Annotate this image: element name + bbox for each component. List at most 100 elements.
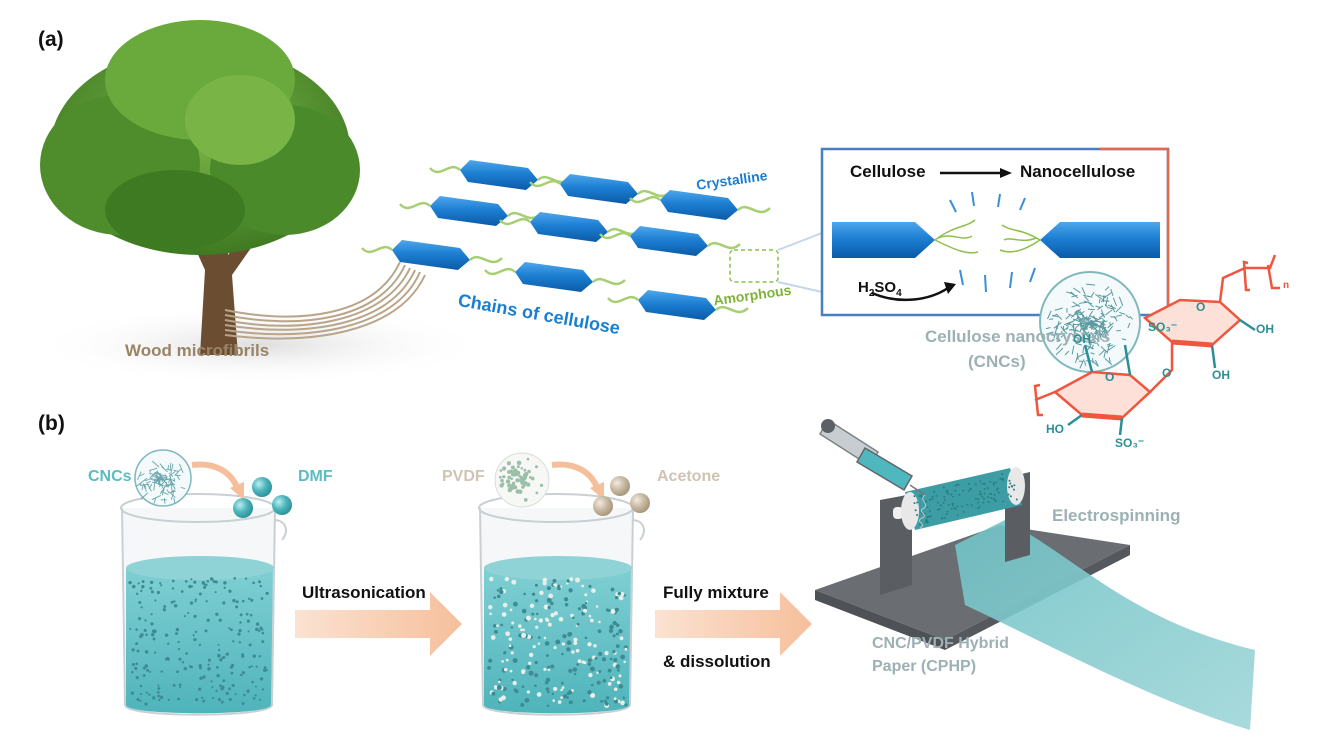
suspended-particle — [261, 640, 265, 644]
nanocrystal-rod — [1105, 309, 1113, 316]
fiber-texture — [974, 497, 977, 500]
pvdf-particle — [501, 482, 505, 486]
suspended-particle — [156, 590, 161, 595]
fiber-texture — [1009, 495, 1012, 498]
suspended-particle — [607, 682, 612, 686]
suspended-particle — [553, 583, 556, 587]
nanocrystal-rod — [1074, 309, 1080, 313]
inset-nanocellulose-label: Nanocellulose — [1020, 162, 1136, 181]
suspended-particle — [526, 690, 530, 694]
fiber-texture — [926, 506, 929, 509]
suspended-particle — [588, 584, 592, 588]
suspended-particle — [537, 636, 541, 639]
suspended-particle — [503, 651, 506, 655]
suspended-particle — [184, 579, 188, 583]
nanocrystal-rod — [150, 473, 157, 477]
suspended-particle — [190, 665, 194, 669]
nanocrystal-rod — [1065, 314, 1071, 320]
nanocrystal-rod — [1070, 332, 1075, 337]
fiber-texture — [979, 490, 982, 493]
fiber-texture — [1007, 493, 1010, 496]
fiber-texture — [954, 489, 957, 492]
fiber-texture — [952, 495, 955, 498]
suspended-particle — [587, 690, 592, 695]
fiber-texture — [974, 483, 977, 486]
nanocrystal-rod — [1098, 330, 1102, 340]
nanocrystal-rod — [1065, 325, 1069, 331]
suspended-particle — [233, 576, 237, 580]
suspended-particle — [487, 665, 492, 670]
crystalline-segment — [530, 212, 608, 242]
nanocrystal-rod — [1121, 338, 1127, 341]
cnc-small-sphere — [134, 449, 192, 507]
suspended-particle — [194, 600, 197, 603]
nanocrystal-rod — [1051, 314, 1059, 318]
nanocrystal-rod — [1081, 328, 1088, 337]
suspended-particle — [534, 617, 537, 621]
nanocrystal-rod — [151, 495, 161, 501]
suspended-particle — [215, 612, 219, 616]
suspended-particle — [498, 680, 501, 684]
suspended-particle — [524, 697, 530, 703]
suspended-particle — [610, 587, 615, 592]
pvdf-particle — [510, 477, 514, 481]
suspended-particle — [576, 663, 580, 666]
suspended-particle — [241, 654, 245, 659]
amorphous-box — [729, 249, 779, 283]
fiber-texture — [980, 492, 983, 495]
nanocrystal-rod — [1118, 296, 1124, 306]
nanocrystal-rod — [173, 469, 179, 472]
suspended-particle — [183, 615, 187, 618]
suspended-particle — [235, 605, 239, 609]
nanocrystal-rod — [1082, 314, 1084, 320]
suspended-particle — [542, 577, 548, 583]
suspended-particle — [199, 666, 202, 670]
suspended-particle — [609, 624, 614, 630]
suspended-particle — [528, 652, 534, 658]
nanocrystal-rod — [1079, 301, 1089, 304]
nanocrystal-rod — [144, 485, 147, 492]
nanocrystal-rod — [1071, 345, 1075, 355]
fiber-texture — [956, 514, 959, 517]
nanocrystal-rod — [1084, 360, 1087, 366]
cphp-sheet — [955, 520, 1255, 730]
fiber-texture — [990, 493, 993, 496]
nanocrystal-rod — [1056, 320, 1060, 330]
suspended-particle — [561, 642, 565, 646]
suspended-particle — [598, 651, 603, 656]
pvdf-particle — [500, 478, 504, 483]
nanocrystal-rod — [1091, 291, 1095, 297]
nanocrystal-rod — [1094, 317, 1102, 322]
suspended-particle — [587, 662, 592, 666]
suspended-particle — [177, 697, 180, 701]
nanocrystal-rod — [149, 467, 158, 472]
suspended-particle — [193, 638, 197, 642]
chem-oh-1: OH — [1256, 322, 1274, 336]
suspended-particle — [606, 696, 610, 700]
nanocrystal-rod — [161, 476, 168, 479]
suspended-particle — [501, 695, 506, 701]
chem-oh-2: OH — [1212, 368, 1230, 382]
nanocrystal-rod — [1110, 289, 1114, 297]
suspended-particle — [609, 657, 613, 661]
suspended-particle — [157, 691, 160, 694]
suspended-particle — [566, 579, 571, 583]
nanocrystal-rod — [170, 490, 175, 500]
suspended-particle — [216, 673, 220, 678]
suspended-particle — [504, 576, 510, 582]
fiber-texture — [931, 497, 934, 500]
pvdf-particle — [515, 489, 520, 494]
suspended-particle — [131, 662, 135, 667]
suspended-particle — [135, 662, 139, 666]
suspended-particle — [170, 600, 174, 604]
fiber-texture — [929, 515, 932, 518]
fiber-texture — [945, 513, 948, 516]
suspended-particle — [532, 644, 536, 649]
fiber-texture — [962, 510, 965, 513]
suspended-particle — [618, 674, 622, 678]
suspended-particle — [517, 624, 522, 628]
pvdf-particle — [535, 491, 539, 495]
cellulose-chains — [361, 160, 771, 320]
nanocrystal-rod — [1119, 312, 1126, 315]
suspended-particle — [149, 670, 152, 673]
